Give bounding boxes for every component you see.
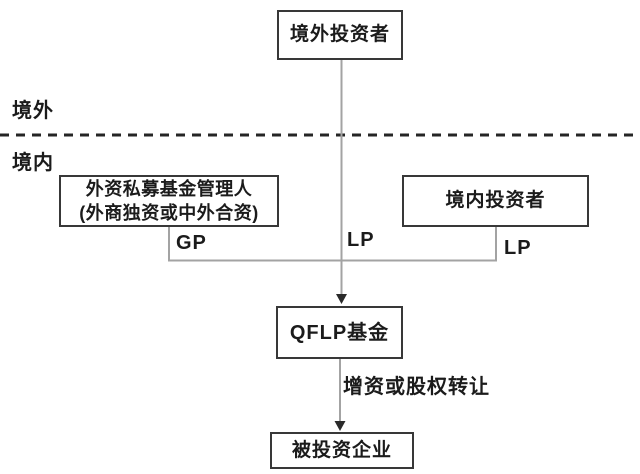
node-fund-manager-line2: (外商独资或中外合资)	[79, 203, 259, 223]
node-investee-company-label: 被投资企业	[291, 439, 392, 461]
node-domestic-investor: 境内投资者	[402, 175, 589, 227]
region-label-onshore: 境内	[12, 152, 54, 174]
node-investee-company: 被投资企业	[270, 432, 414, 469]
arrowhead-into-investee-icon	[334, 421, 346, 431]
node-qflp-fund-label: QFLP基金	[289, 321, 390, 344]
edge-label-investment-method: 增资或股权转让	[343, 376, 490, 398]
node-fund-manager: 外资私募基金管理人 (外商独资或中外合资)	[59, 175, 279, 227]
node-foreign-investor: 境外投资者	[277, 10, 403, 60]
edge-label-lp-domestic: LP	[504, 237, 532, 259]
edge-label-gp: GP	[176, 232, 207, 254]
node-domestic-investor-label: 境内投资者	[445, 190, 546, 211]
arrowhead-into-qflp-icon	[336, 294, 347, 304]
node-fund-manager-line1: 外资私募基金管理人	[85, 179, 253, 199]
edge-label-lp-foreign: LP	[347, 229, 375, 251]
node-foreign-investor-label: 境外投资者	[289, 24, 390, 45]
region-label-offshore: 境外	[12, 100, 54, 122]
node-qflp-fund: QFLP基金	[276, 306, 403, 359]
connector-gp-lp-bracket	[168, 227, 497, 262]
